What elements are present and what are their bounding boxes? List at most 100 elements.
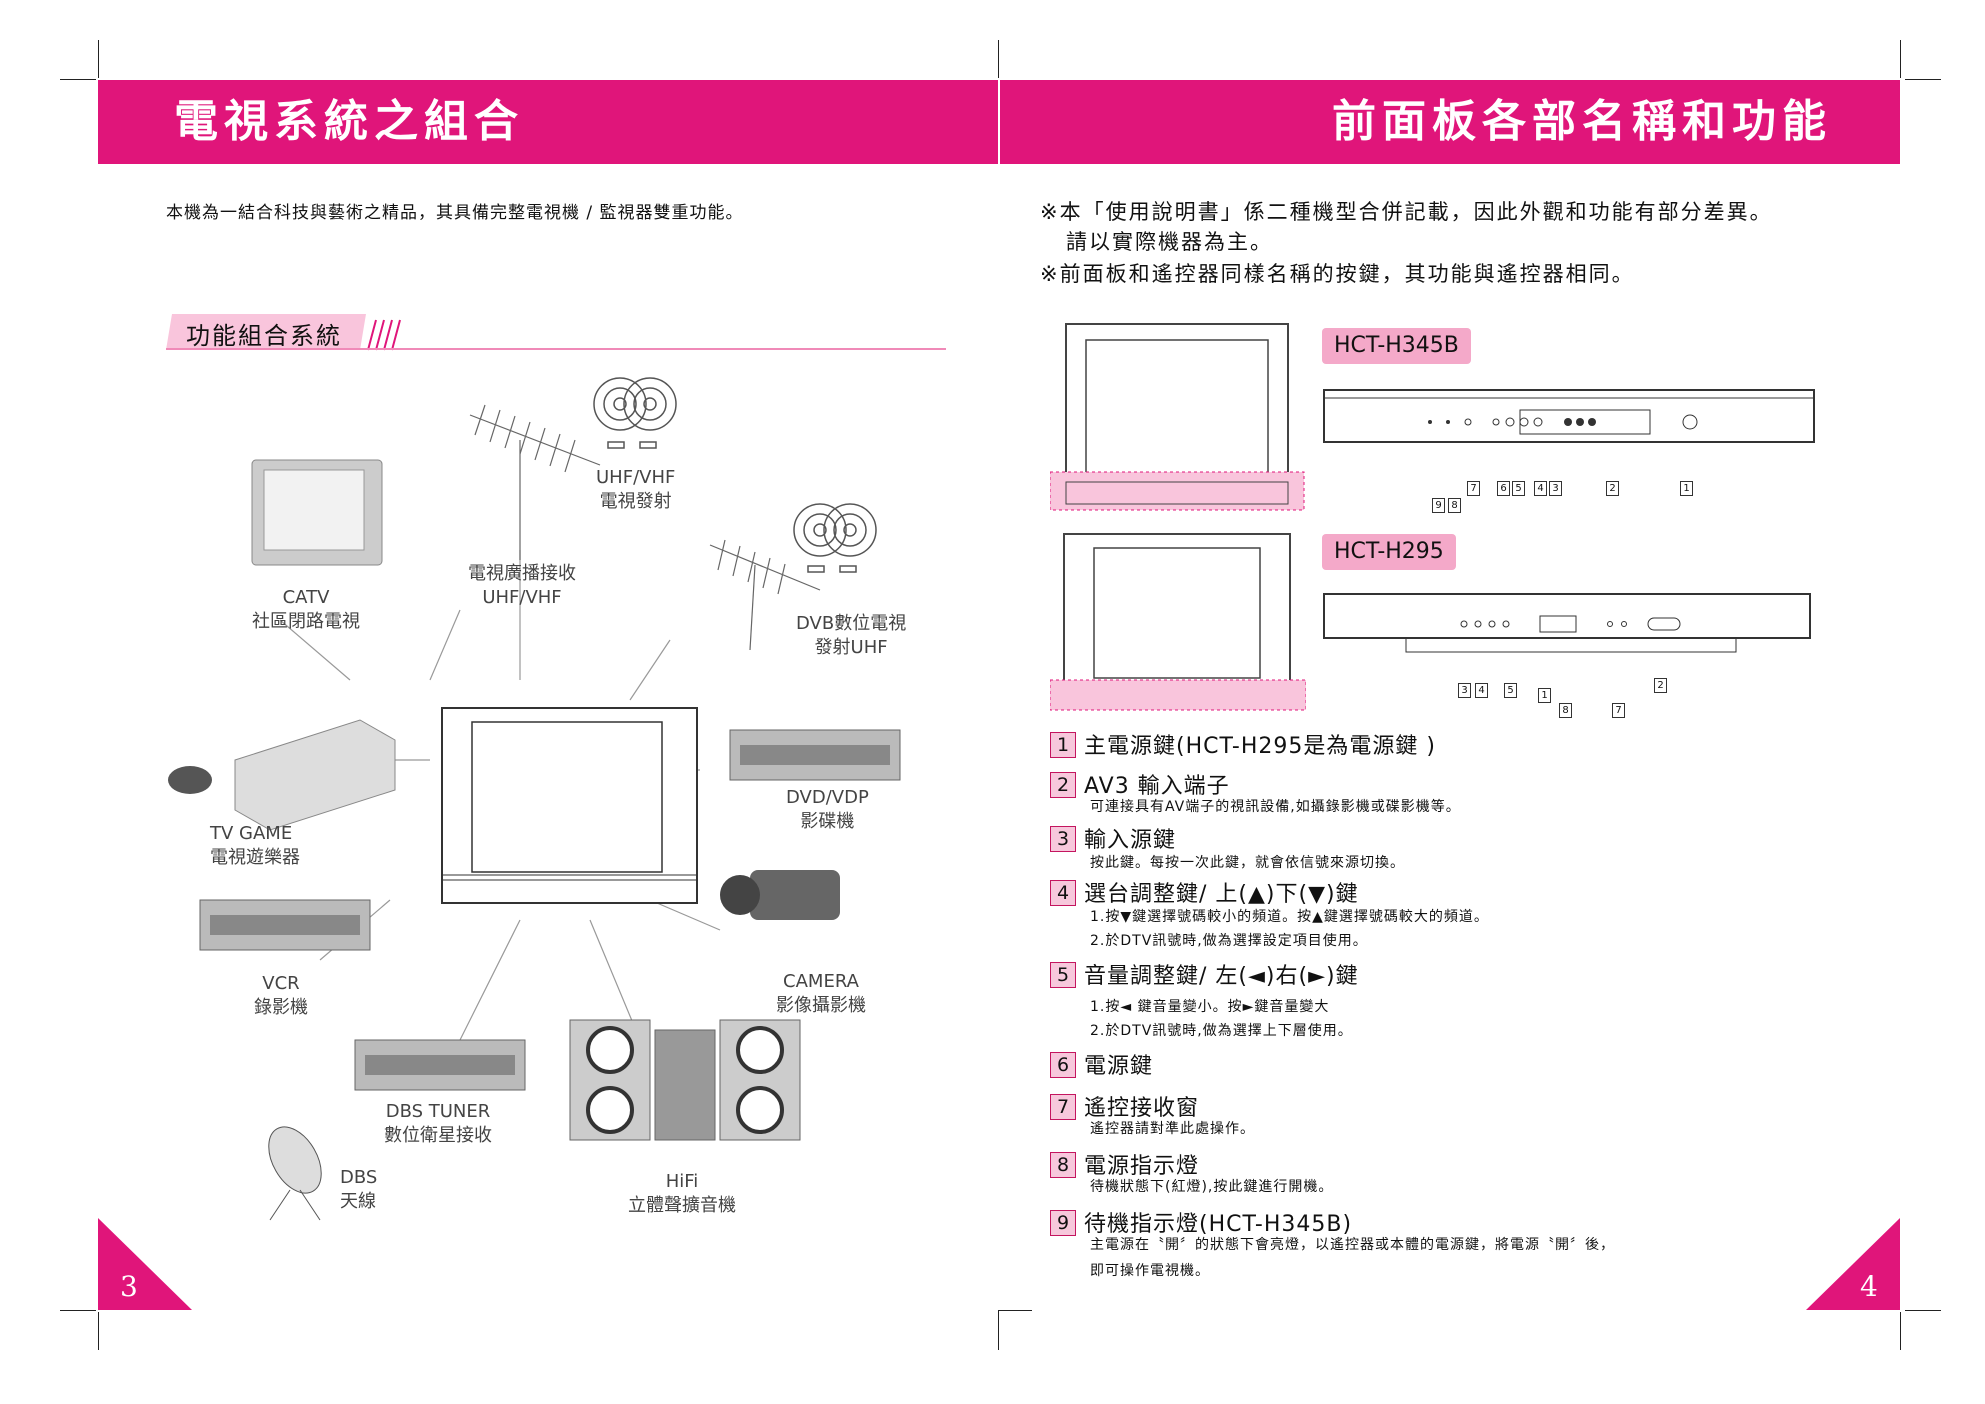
front-panel-h295: [1323, 593, 1811, 653]
model-label-h295: HCT-H295: [1322, 534, 1456, 570]
label-line: UHF/VHF: [596, 467, 676, 488]
label-antenna: 電視廣播接收 UHF/VHF: [468, 562, 576, 610]
callout-1: 1: [1538, 688, 1551, 703]
heading-tab-shape: [166, 314, 401, 351]
item-desc: 即可操作電視機。: [1090, 1263, 1210, 1279]
label-catv: CATV 社區閉路電視: [252, 586, 360, 634]
dvd-player-icon: [729, 729, 901, 781]
page-number: 3: [120, 1270, 138, 1303]
hifi-icon: [569, 1019, 801, 1141]
label-line: 電視廣播接收: [468, 563, 576, 584]
label-hifi: HiFi 立體聲擴音機: [628, 1170, 736, 1218]
item-number: 8: [1050, 1152, 1076, 1178]
label-dbs: DBS 天線: [340, 1166, 377, 1214]
item-desc: 遙控器請對準此處操作。: [1090, 1121, 1255, 1137]
function-item-5: 5 音量調整鍵/ 左(◄)右(►)鍵 1.按◄ 鍵音量變小。按►鍵音量變大 2.於…: [1050, 958, 1359, 1042]
label-line: UHF/VHF: [482, 587, 562, 608]
label-line: DBS TUNER: [385, 1101, 491, 1122]
crop-mark: [1905, 1310, 1941, 1311]
section-heading-text: 功能組合系統: [186, 322, 342, 350]
label-line: 社區閉路電視: [252, 611, 360, 632]
dbs-tuner-icon: [354, 1039, 526, 1091]
item-number: 3: [1050, 826, 1076, 852]
page-corner-right: [1806, 1218, 1900, 1310]
label-dbs-tuner: DBS TUNER 數位衛星接收: [384, 1100, 492, 1148]
page-number: 4: [1860, 1270, 1878, 1303]
section-heading: 功能組合系統: [166, 312, 946, 352]
item-number: 9: [1050, 1210, 1076, 1236]
crop-mark: [98, 40, 99, 78]
label-vcr: VCR 錄影機: [254, 972, 308, 1020]
dbs-dish-icon: [268, 1126, 322, 1221]
item-desc: 可連接具有AV端子的視訊設備,如攝錄影機或碟影機等。: [1090, 799, 1461, 815]
callout-2: 2: [1654, 678, 1667, 693]
label-line: 電視遊樂器: [210, 847, 300, 868]
label-line: CAMERA: [783, 971, 859, 992]
tv-front-h345b: [1050, 323, 1305, 511]
model-label-h345b: HCT-H345B: [1322, 328, 1471, 364]
page-corner-left: [98, 1218, 192, 1310]
antenna-icon: [469, 404, 601, 560]
system-diagram: [168, 377, 901, 1221]
crop-mark: [60, 1310, 96, 1311]
note-1: ※本「使用說明書」係二種機型合併記載，因此外觀和功能有部分差異。: [1040, 200, 1773, 224]
crop-mark: [1900, 1312, 1901, 1350]
vcr-icon: [199, 899, 371, 951]
item-title: 音量調整鍵/ 左(◄)右(►)鍵: [1084, 964, 1359, 989]
callout-4: 4: [1475, 683, 1488, 698]
label-line: DVB數位電視: [796, 613, 907, 634]
item-desc: 按此鍵。每按一次此鍵，就會依信號來源切換。: [1090, 855, 1405, 871]
camera-icon: [720, 870, 840, 920]
front-panel-h345b: [1323, 389, 1815, 443]
label-tv-game: TV GAME 電視遊樂器: [210, 822, 300, 870]
label-uhf-tx: UHF/VHF 電視發射: [596, 466, 675, 514]
label-line: 數位衛星接收: [384, 1125, 492, 1146]
item-number: 5: [1050, 962, 1076, 988]
crop-mark: [998, 1310, 1032, 1311]
page-title: 前面板各部名稱和功能: [1332, 96, 1832, 147]
callout-7: 7: [1612, 703, 1625, 718]
heading-underline: [166, 348, 946, 350]
item-number: 1: [1050, 732, 1076, 758]
label-line: 影碟機: [800, 811, 855, 832]
label-line: 電視發射: [599, 491, 672, 512]
note-3: ※前面板和遙控器同樣名稱的按鍵，其功能與遙控器相同。: [1040, 262, 1635, 286]
dvb-transmitter-icon: [793, 503, 877, 573]
label-line: 天線: [340, 1191, 376, 1212]
label-line: HiFi: [665, 1171, 699, 1192]
callout-3: 3: [1549, 481, 1562, 496]
item-desc: 2.於DTV訊號時,做為選擇設定項目使用。: [1090, 933, 1368, 949]
item-desc: 2.於DTV訊號時,做為選擇上下層使用。: [1090, 1023, 1353, 1039]
item-desc: 待機狀態下(紅燈),按此鍵進行開機。: [1090, 1179, 1334, 1195]
callout-2: 2: [1606, 481, 1619, 496]
function-item-1: 1 主電源鍵(HCT-H295是為電源鍵 ): [1050, 728, 1436, 760]
item-title: 遙控接收窗: [1084, 1096, 1200, 1121]
label-line: DBS: [340, 1167, 378, 1188]
intro-text: 本機為一結合科技與藝術之精品，其具備完整電視機 / 監視器雙重功能。: [166, 203, 744, 223]
callout-6: 6: [1497, 481, 1510, 496]
item-desc: 1.按◄ 鍵音量變小。按►鍵音量變大: [1090, 999, 1330, 1015]
label-line: 錄影機: [254, 997, 308, 1018]
item-title: 電源鍵: [1084, 1054, 1154, 1079]
item-desc: 主電源在〝開〞的狀態下會亮燈，以遙控器或本體的電源鍵，將電源〝開〞後，: [1090, 1237, 1615, 1253]
crop-mark: [998, 40, 999, 78]
item-title: AV3 輸入端子: [1084, 774, 1230, 799]
callout-3: 3: [1458, 683, 1471, 698]
label-dvb: DVB數位電視 發射UHF: [796, 612, 906, 660]
label-dvd: DVD/VDP 影碟機: [786, 786, 869, 834]
page-title: 電視系統之組合: [174, 96, 524, 147]
crop-mark: [60, 79, 96, 80]
central-tv-icon: [441, 707, 698, 904]
callout-5: 5: [1504, 683, 1517, 698]
item-number: 4: [1050, 880, 1076, 906]
item-title: 選台調整鍵/ 上(▲)下(▼)鍵: [1084, 882, 1359, 907]
label-line: DVD/VDP: [786, 787, 869, 808]
callout-8: 8: [1448, 498, 1461, 513]
label-line: 立體聲擴音機: [628, 1195, 736, 1216]
item-title: 待機指示燈(HCT-H345B): [1084, 1212, 1353, 1237]
item-title: 主電源鍵(HCT-H295是為電源鍵 ): [1084, 734, 1436, 759]
